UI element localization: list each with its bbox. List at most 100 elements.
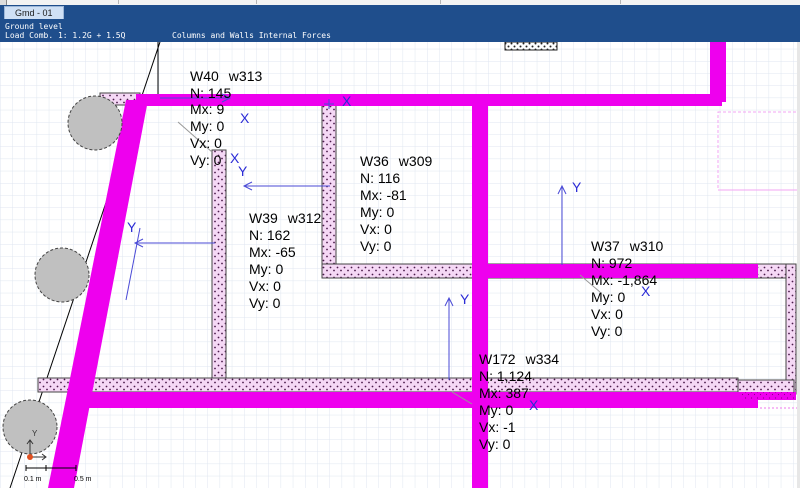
vertical-scrollbar[interactable] [797,42,800,488]
svg-text:N: 145: N: 145 [190,85,231,101]
axis-label-y: Y [572,179,582,195]
beam[interactable] [710,42,726,102]
wall-name: w313 [228,68,263,84]
svg-text:My: 0: My: 0 [479,402,513,418]
wall-name: w334 [525,351,560,367]
force-vx: -1 [503,419,516,435]
force-vy: 0 [214,152,222,168]
strip-separator [256,0,257,4]
force-mx: -65 [275,244,295,260]
wall-w309-vertical[interactable] [321,103,337,271]
wall-name: w309 [398,153,433,169]
wall-segment[interactable] [504,42,558,51]
force-my: 0 [386,204,394,220]
svg-text:Mx: 9: Mx: 9 [190,101,224,117]
svg-text:Vy: 0: Vy: 0 [190,152,222,168]
wall-id: W40 [190,68,219,84]
document-tab-bar: Gmd - 01 [0,5,800,20]
scale-right-label: 0.5 m [74,476,92,483]
load-combination-label: Load Comb. 1: 1.2G + 1.5Q [5,31,126,40]
svg-text:My: 0: My: 0 [249,261,283,277]
force-mx: -1,864 [617,272,657,288]
svg-text:Mx: 387: Mx: 387 [479,385,529,401]
label-leader [579,274,601,293]
svg-text:Vy: 0: Vy: 0 [479,436,511,452]
force-vx: 0 [273,278,281,294]
svg-text:N: 116: N: 116 [360,170,400,186]
wall-segment[interactable] [785,263,797,395]
global-axis-indicator: Y [26,429,47,461]
drawing-header: Ground level Load Comb. 1: 1.2G + 1.5Q C… [0,19,800,42]
svg-text:Vy: 0: Vy: 0 [360,238,392,254]
svg-text:My: 0: My: 0 [591,289,625,305]
beam[interactable] [472,100,488,488]
global-axis-y: Y [32,429,38,438]
wall-segment[interactable] [737,379,795,395]
svg-text:Vx: 0: Vx: 0 [360,221,392,237]
tab-drawing[interactable]: Gmd - 01 [4,6,64,20]
force-n: 162 [267,227,291,243]
column[interactable] [67,95,123,151]
wall-id: W39 [249,210,278,226]
wall-w312[interactable] [211,149,227,381]
wall-name: w312 [287,210,322,226]
axis-label-y: Y [127,219,137,235]
axis-label-y: Y [460,291,470,307]
wall-id: W172 [479,351,516,367]
force-mx: 387 [505,385,529,401]
label-leader [177,121,213,153]
force-n: 972 [609,255,633,271]
beam[interactable] [136,94,722,106]
wall-label-w172[interactable]: W172 w334 N: 1,124 Mx: 387 My: 0 Vx: -1 V… [479,351,559,452]
force-my: 0 [617,289,625,305]
svg-text:My: 0: My: 0 [190,118,224,134]
axis-label-x: X [529,397,539,413]
svg-text:Mx: -81: Mx: -81 [360,187,407,203]
strip-separator [118,0,119,4]
svg-text:N: 972: N: 972 [591,255,632,271]
force-vy: 0 [503,436,511,452]
local-axes [125,93,567,380]
svg-text:Mx: -1,864: Mx: -1,864 [591,272,657,288]
axis-label-x: X [641,283,651,299]
strip-separator [620,0,621,4]
axis-label-x: X [240,110,250,126]
svg-text:Vy: 0: Vy: 0 [591,323,623,339]
column[interactable] [34,247,90,303]
svg-text:N: 162: N: 162 [249,227,290,243]
svg-text:Vx: 0: Vx: 0 [249,278,281,294]
axis-label-y: Y [238,163,248,179]
beam[interactable] [478,264,758,278]
level-label: Ground level [5,22,63,31]
force-my: 0 [275,261,283,277]
label-leader [451,391,473,405]
wall-label-w37[interactable]: W37 w310 N: 972 Mx: -1,864 My: 0 Vx: 0 Vy… [591,238,663,339]
svg-text:Vx: 0: Vx: 0 [591,306,623,322]
wall-id: W37 [591,238,620,254]
svg-text:Vx: -1: Vx: -1 [479,419,516,435]
wall-name: w310 [629,238,664,254]
force-n: 116 [378,170,401,186]
svg-text:Vy: 0: Vy: 0 [249,295,281,311]
svg-text:N: 1,124: N: 1,124 [479,368,532,384]
force-mx: 9 [216,101,224,117]
force-vx: 0 [615,306,623,322]
beam[interactable] [78,392,758,408]
force-vx: 0 [384,221,392,237]
force-vy: 0 [615,323,623,339]
force-vy: 0 [384,238,392,254]
beam-diagonal[interactable] [48,100,148,488]
beam[interactable] [742,392,796,400]
wall-w334[interactable] [37,377,739,393]
force-vy: 0 [273,295,281,311]
axis-label-x: X [230,150,240,166]
